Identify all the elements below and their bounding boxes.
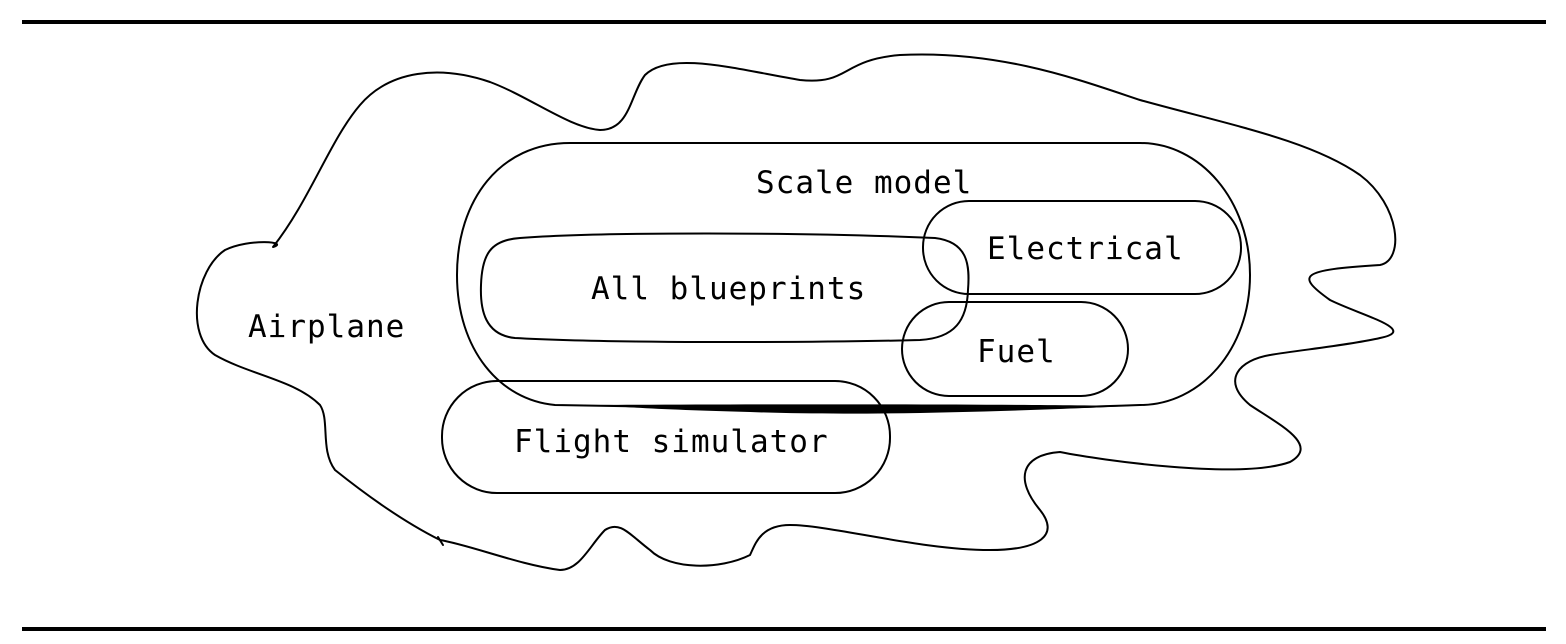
fuel-region (901, 301, 1129, 397)
airplane-tail-mark (437, 536, 444, 546)
flight-simulator-region (441, 380, 891, 494)
scale-model-bottom-band (600, 404, 1130, 414)
airplane-label: Airplane (248, 309, 405, 345)
all-blueprints-region (479, 232, 970, 344)
flight-simulator-label: Flight simulator (514, 424, 829, 460)
electrical-region (922, 200, 1242, 295)
electrical-label: Electrical (987, 231, 1184, 267)
all-blueprints-label: All blueprints (591, 271, 866, 307)
scale-model-label: Scale model (756, 165, 972, 201)
fuel-label: Fuel (977, 334, 1056, 370)
